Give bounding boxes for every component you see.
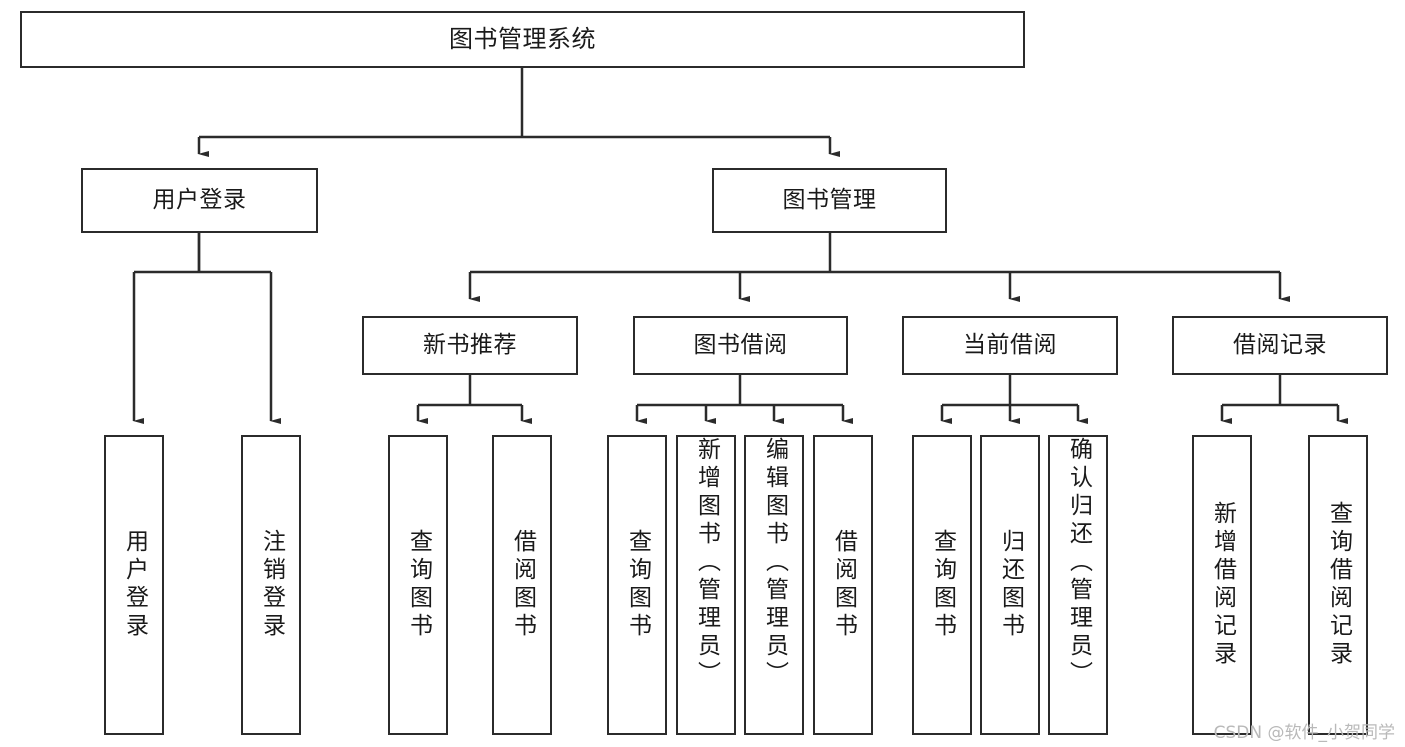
- node-new-book-recommend[interactable]: 新书推荐: [362, 316, 578, 375]
- node-borrow-record-label: 借阅记录: [1233, 331, 1327, 358]
- node-leaf-borrow-book-1-label: 借阅图书: [509, 529, 536, 641]
- node-borrow-record[interactable]: 借阅记录: [1172, 316, 1388, 375]
- node-book-borrow-label: 图书借阅: [693, 331, 788, 358]
- node-leaf-query-book-3-label: 查询图书: [929, 529, 956, 641]
- node-leaf-query-book-1[interactable]: 查询图书: [388, 435, 448, 735]
- node-leaf-add-book[interactable]: 新增图书（管理员）: [676, 435, 736, 735]
- node-leaf-query-book-1-label: 查询图书: [405, 529, 432, 641]
- watermark-text: CSDN @软件_小贺同学: [1213, 723, 1395, 743]
- node-leaf-confirm-return[interactable]: 确认归还（管理员）: [1048, 435, 1108, 735]
- node-leaf-add-record-label: 新增借阅记录: [1209, 501, 1236, 669]
- node-root[interactable]: 图书管理系统: [20, 11, 1025, 68]
- node-root-label: 图书管理系统: [449, 25, 596, 54]
- node-book-management-label: 图书管理: [782, 186, 877, 213]
- node-leaf-query-book-2-label: 查询图书: [624, 529, 651, 641]
- node-leaf-user-login[interactable]: 用户登录: [104, 435, 164, 735]
- node-new-book-recommend-label: 新书推荐: [423, 331, 517, 358]
- node-leaf-add-record[interactable]: 新增借阅记录: [1192, 435, 1252, 735]
- node-current-borrow-label: 当前借阅: [963, 331, 1057, 358]
- node-leaf-add-book-label: 新增图书（管理员）: [693, 437, 720, 689]
- node-leaf-query-book-3[interactable]: 查询图书: [912, 435, 972, 735]
- node-leaf-return-book[interactable]: 归还图书: [980, 435, 1040, 735]
- node-leaf-logout-label: 注销登录: [258, 529, 285, 641]
- node-leaf-borrow-book-2-label: 借阅图书: [830, 529, 857, 641]
- node-leaf-edit-book[interactable]: 编辑图书（管理员）: [744, 435, 804, 735]
- node-leaf-confirm-return-label: 确认归还（管理员）: [1065, 437, 1092, 689]
- node-current-borrow[interactable]: 当前借阅: [902, 316, 1118, 375]
- node-user-login[interactable]: 用户登录: [81, 168, 318, 233]
- node-leaf-logout[interactable]: 注销登录: [241, 435, 301, 735]
- node-leaf-edit-book-label: 编辑图书（管理员）: [761, 437, 788, 689]
- node-book-borrow[interactable]: 图书借阅: [633, 316, 848, 375]
- node-user-login-label: 用户登录: [152, 186, 247, 213]
- node-leaf-borrow-book-2[interactable]: 借阅图书: [813, 435, 873, 735]
- node-leaf-user-login-label: 用户登录: [121, 529, 148, 641]
- node-leaf-query-record-label: 查询借阅记录: [1325, 501, 1352, 669]
- node-book-management[interactable]: 图书管理: [712, 168, 947, 233]
- node-leaf-borrow-book-1[interactable]: 借阅图书: [492, 435, 552, 735]
- node-leaf-query-book-2[interactable]: 查询图书: [607, 435, 667, 735]
- node-leaf-query-record[interactable]: 查询借阅记录: [1308, 435, 1368, 735]
- node-leaf-return-book-label: 归还图书: [997, 529, 1024, 641]
